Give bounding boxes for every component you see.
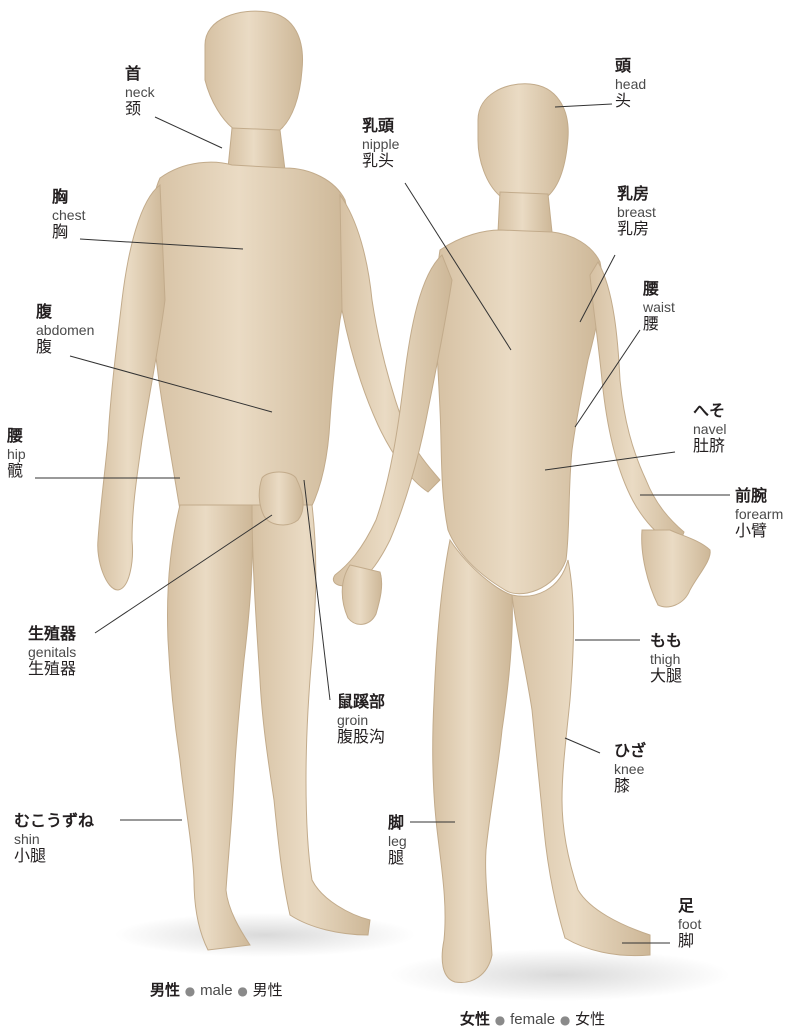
label-nipple: 乳頭 nipple 乳头: [362, 117, 399, 171]
label-hip: 腰 hip 髋: [7, 427, 26, 481]
label-breast: 乳房 breast 乳房: [617, 185, 656, 239]
label-waist: 腰 waist 腰: [643, 280, 675, 334]
label-forearm: 前腕 forearm 小臂: [735, 487, 783, 541]
label-head: 頭 head 头: [615, 57, 646, 111]
label-abdomen: 腹 abdomen 腹: [36, 303, 94, 357]
caption-female: 女性 ● female ● 女性: [460, 1008, 605, 1029]
label-shin: むこうずね shin 小腿: [14, 812, 94, 866]
leader-knee: [565, 738, 600, 753]
leader-head: [555, 104, 612, 107]
leader-neck: [155, 117, 222, 148]
label-groin: 鼠蹊部 groin 腹股沟: [337, 693, 385, 747]
label-knee: ひざ knee 膝: [614, 742, 646, 796]
label-chest: 胸 chest 胸: [52, 188, 85, 242]
bullet-dot: ●: [495, 1013, 505, 1027]
bullet-dot: ●: [237, 984, 247, 998]
label-navel: へそ navel 肚脐: [693, 402, 726, 456]
label-foot: 足 foot 脚: [678, 897, 701, 951]
label-neck: 首 neck 颈: [125, 65, 155, 119]
label-leg: 脚 leg 腿: [388, 814, 407, 868]
bullet-dot: ●: [560, 1013, 570, 1027]
label-thigh: もも thigh 大腿: [650, 632, 682, 686]
caption-male: 男性 ● male ● 男性: [150, 979, 283, 1000]
bullet-dot: ●: [185, 984, 195, 998]
label-genitals: 生殖器 genitals 生殖器: [28, 625, 76, 679]
female-floor-shadow: [390, 949, 730, 1001]
